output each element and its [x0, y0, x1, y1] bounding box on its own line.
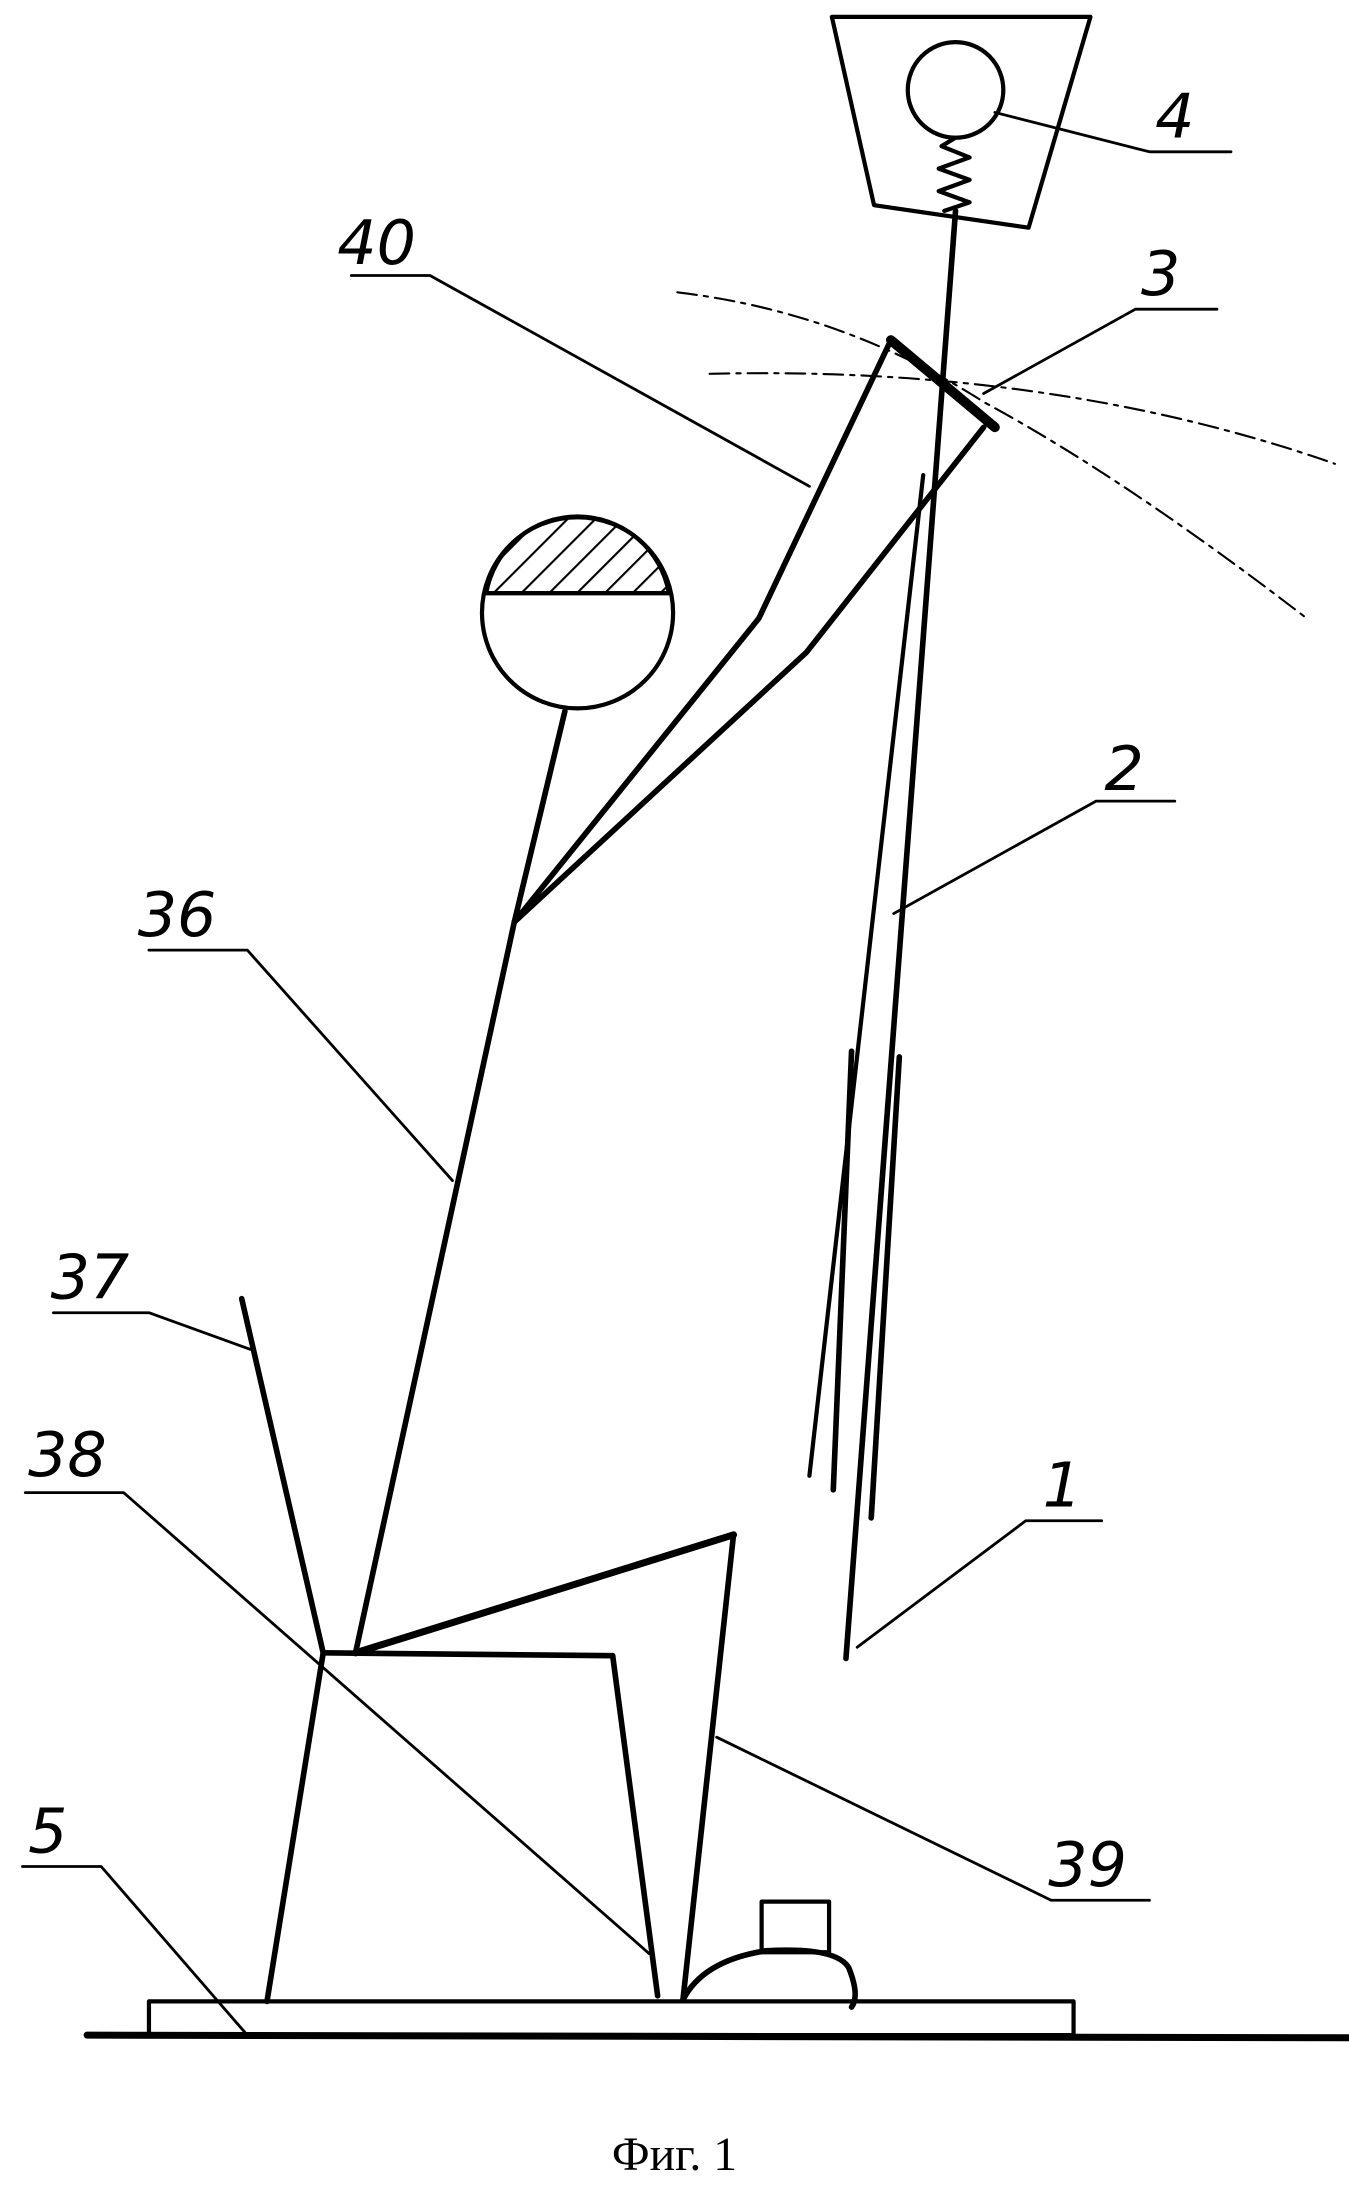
base-plate-5 — [87, 2001, 1349, 2038]
label-38: 38 — [28, 1419, 107, 1491]
backrest-37 — [242, 1299, 324, 1653]
label-3: 3 — [1141, 238, 1180, 310]
label-1: 1 — [1043, 1450, 1082, 1522]
torso-36 — [356, 711, 565, 1653]
label-40: 40 — [337, 207, 416, 279]
pole-2 — [809, 211, 955, 1659]
figure-caption: Фиг. 1 — [612, 2128, 737, 2181]
label-2: 2 — [1104, 733, 1143, 805]
leg-39 — [356, 1535, 734, 2000]
label-37: 37 — [51, 1242, 130, 1314]
arm-40 — [514, 340, 983, 922]
label-5: 5 — [28, 1795, 67, 1867]
head — [482, 516, 673, 708]
label-4: 4 — [1155, 81, 1194, 153]
seat-38 — [267, 1653, 658, 2002]
lamp-housing-4 — [832, 17, 1091, 228]
label-36: 36 — [138, 879, 217, 951]
label-39: 39 — [1048, 1829, 1127, 1901]
pole-1 — [683, 1051, 899, 2007]
reflector-3 — [677, 292, 1335, 618]
